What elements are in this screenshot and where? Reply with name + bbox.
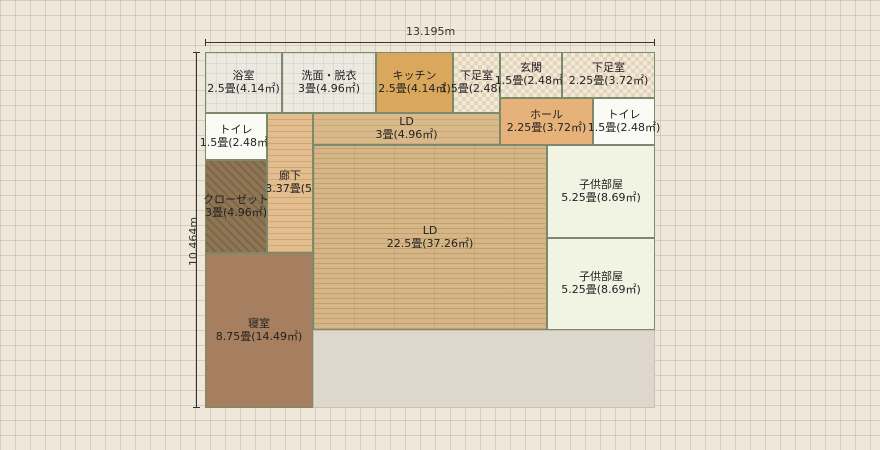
room-name: トイレ	[219, 122, 253, 136]
height-dimension-label: 10.464m	[187, 216, 201, 267]
room-name: 玄関	[520, 61, 542, 75]
room-shoe-room-1[interactable]: 下足室 1.5畳(2.48㎡)	[440, 52, 513, 113]
room-entrance[interactable]: 玄関 1.5畳(2.48㎡)	[495, 52, 567, 98]
room-name: 洗面・脱衣	[301, 68, 357, 82]
room-size: 5.25畳(8.69㎡)	[561, 283, 641, 296]
room-size: 3畳(4.96㎡)	[204, 205, 268, 219]
room-size: 2.25畳(3.72㎡)	[568, 74, 649, 87]
room-bathroom[interactable]: 浴室 2.5畳(4.14㎡)	[205, 52, 282, 113]
room-size: 3畳(4.96㎡)	[375, 128, 438, 141]
room-name: LD	[422, 223, 438, 237]
height-dimension-line	[193, 52, 200, 408]
room-name: LD	[399, 115, 414, 129]
room-size: 3畳(4.96㎡)	[297, 81, 361, 95]
room-size: 2.5畳(4.14㎡)	[378, 81, 451, 95]
room-toilet-2[interactable]: トイレ 1.5畳(2.48㎡)	[588, 98, 660, 145]
room-name: クローゼット	[203, 192, 269, 206]
room-size: 5.25畳(8.69㎡)	[561, 190, 641, 204]
room-name: キッチン	[392, 68, 437, 82]
room-size: 1.5畳(2.48㎡)	[494, 74, 568, 87]
room-name: トイレ	[607, 107, 641, 121]
room-toilet-1[interactable]: トイレ 1.5畳(2.48㎡)	[200, 113, 272, 160]
room-kitchen[interactable]: キッチン 2.5畳(4.14㎡)	[376, 52, 453, 113]
room-shoe-room-2[interactable]: 下足室 2.25畳(3.72㎡)	[562, 52, 655, 98]
width-dimension-line	[205, 39, 655, 46]
room-size: 1.5畳(2.48㎡)	[440, 81, 513, 95]
room-corridor[interactable]: 廊下 3.37畳(5.58㎡)	[265, 113, 345, 253]
room-size: 8.75畳(14.49㎡)	[215, 329, 303, 343]
room-size: 22.5畳(37.26㎡)	[386, 236, 474, 250]
room-size: 1.5畳(2.48㎡)	[587, 120, 661, 134]
width-dimension-label: 13.195m	[406, 25, 456, 38]
room-kids-2[interactable]: 子供部屋 5.25畳(8.69㎡)	[547, 238, 655, 330]
room-bedroom[interactable]: 寝室 8.75畳(14.49㎡)	[205, 253, 313, 408]
room-washroom[interactable]: 洗面・脱衣 3畳(4.96㎡)	[282, 52, 376, 113]
room-ld-main[interactable]: LD 22.5畳(37.26㎡)	[313, 145, 547, 330]
room-size: 2.5畳(4.14㎡)	[207, 81, 280, 95]
room-size: 1.5畳(2.48㎡)	[199, 135, 273, 149]
room-ld-small[interactable]: LD 3畳(4.96㎡)	[313, 113, 500, 145]
room-kids-1[interactable]: 子供部屋 5.25畳(8.69㎡)	[547, 145, 655, 238]
room-name: 子供部屋	[579, 270, 623, 284]
room-closet[interactable]: クローゼット 3畳(4.96㎡)	[203, 160, 269, 253]
room-name: 浴室	[232, 68, 255, 82]
room-name: 寝室	[248, 316, 270, 330]
room-name: 下足室	[460, 68, 493, 82]
room-size: 2.25畳(3.72㎡)	[506, 120, 587, 134]
room-name: 子供部屋	[579, 177, 623, 191]
room-name: ホール	[530, 107, 563, 121]
room-name: 廊下	[279, 169, 301, 182]
room-name: 下足室	[592, 61, 625, 75]
empty-floor-area	[313, 330, 655, 408]
room-hall[interactable]: ホール 2.25畳(3.72㎡)	[500, 98, 593, 145]
